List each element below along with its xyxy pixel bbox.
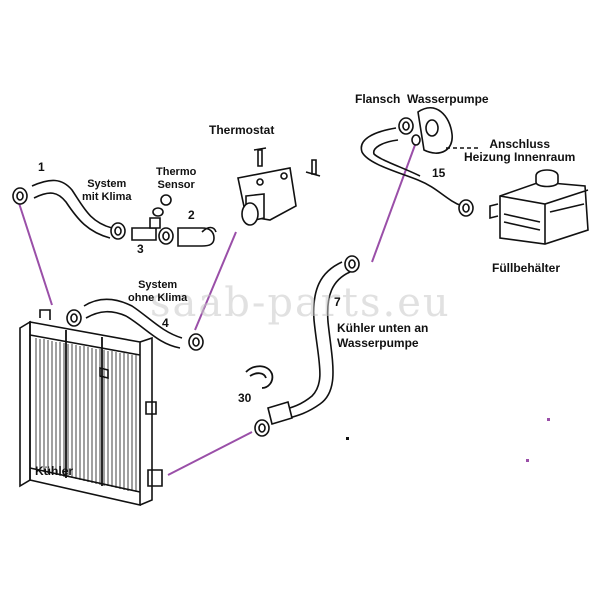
part-number-3: 3: [137, 242, 144, 256]
thermostat-housing: [237, 147, 321, 226]
part-number-1: 1: [38, 160, 45, 174]
connector-line-1: [17, 199, 53, 306]
water-pump-flange: [411, 107, 480, 154]
connector-lines: [17, 144, 416, 476]
part-number-15: 15: [432, 166, 446, 180]
connector-line-4: [167, 431, 253, 476]
hose-1: [12, 179, 126, 240]
expansion-tank: [489, 169, 589, 245]
part-number-30: 30: [238, 391, 252, 405]
radiator: [19, 309, 163, 507]
hose-2: [177, 226, 217, 247]
hose-7: [254, 255, 360, 437]
label-thermostat: Thermostat: [209, 123, 275, 137]
label-system-ohne-klima: System ohne Klima: [128, 279, 188, 304]
label-kuehler-unten: Kühler unten an Wasserpumpe: [337, 321, 429, 350]
watermark: saab-parts.eu: [150, 280, 451, 326]
hose-15: [360, 117, 474, 217]
connector-line-3: [371, 144, 416, 263]
label-thermo-sensor: Thermo Sensor: [156, 166, 197, 191]
part-number-2: 2: [188, 208, 195, 222]
label-flansch-wasserpumpe: Flansch Wasserpumpe: [355, 92, 489, 106]
part-number-7: 7: [334, 295, 341, 309]
label-anschluss-heizung: Anschluss Heizung Innenraum: [464, 137, 576, 164]
connector-line-2: [194, 231, 237, 331]
label-system-mit-klima: System mit Klima: [82, 178, 132, 203]
thermo-sensor-part: [131, 194, 174, 245]
label-kuehler: Kühler: [35, 464, 74, 478]
clamp-30: [245, 365, 274, 389]
label-fuellbehaelter: Füllbehälter: [492, 261, 561, 275]
part-number-4: 4: [162, 316, 169, 330]
hose-4: [66, 298, 204, 351]
stray-marks: [346, 418, 550, 462]
